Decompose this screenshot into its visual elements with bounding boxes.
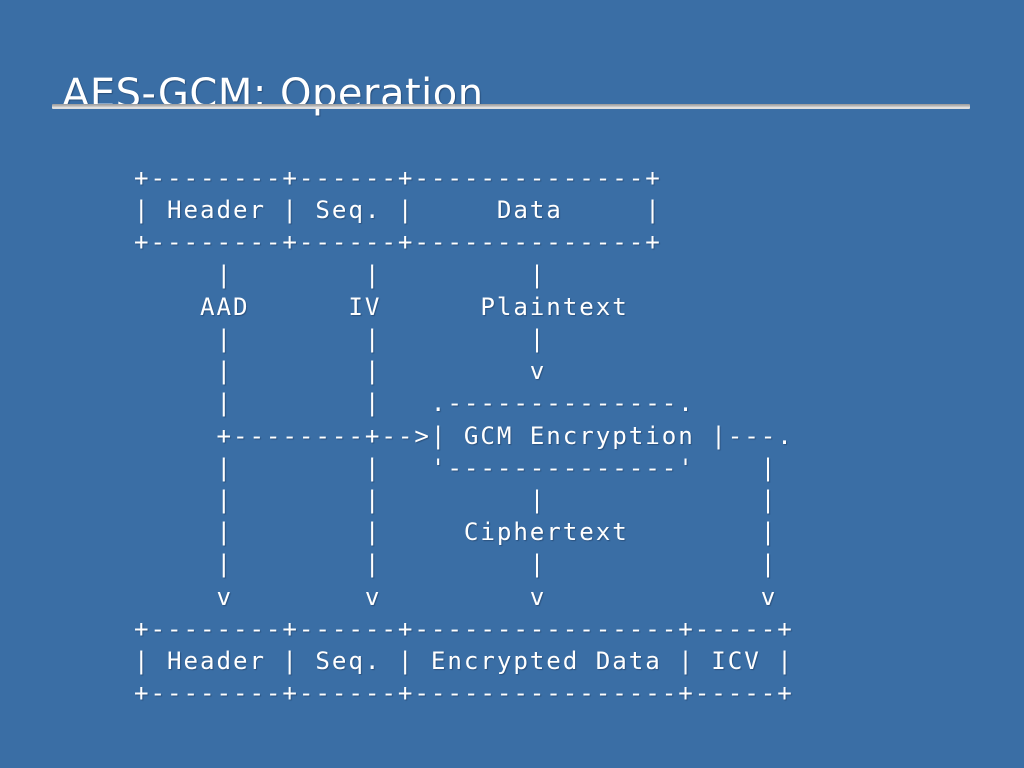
ascii-diagram: +--------+------+--------------+ | Heade…: [134, 164, 794, 708]
title-underline-rule: [52, 104, 970, 109]
page-title: AES-GCM: Operation: [62, 70, 484, 117]
